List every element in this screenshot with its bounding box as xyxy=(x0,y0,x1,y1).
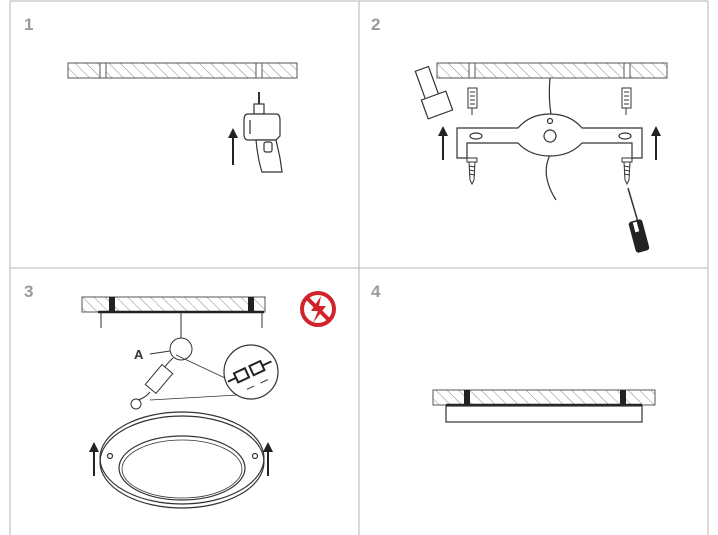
screwdriver-icon xyxy=(627,187,650,253)
junction-point xyxy=(169,337,193,361)
ceiling-section xyxy=(81,296,266,328)
up-arrow-icon xyxy=(89,442,99,476)
panel-1-drill-holes xyxy=(67,62,298,173)
screw-icon xyxy=(466,157,478,186)
panel-grid xyxy=(9,0,709,535)
anchor-icon xyxy=(467,87,478,115)
hammer-icon xyxy=(414,65,454,120)
step-number-4: 4 xyxy=(371,282,381,301)
up-arrow-icon xyxy=(263,442,273,476)
step-number-3: 3 xyxy=(24,282,33,301)
ceiling-light-icon xyxy=(99,411,265,509)
up-arrow-icon xyxy=(438,126,448,160)
driver-box-icon xyxy=(130,357,174,410)
ceiling-section xyxy=(436,62,668,79)
ceiling-section xyxy=(432,389,656,407)
step-number-2: 2 xyxy=(371,15,380,34)
no-power-warning-icon xyxy=(300,291,336,327)
screw-icon xyxy=(621,157,633,186)
installed-light-fixture xyxy=(445,405,643,423)
up-arrow-icon xyxy=(651,126,661,160)
ceiling-section xyxy=(67,62,298,79)
mounting-bracket xyxy=(456,113,643,159)
connector-icon xyxy=(149,344,279,401)
anchor-icon xyxy=(621,87,632,115)
callout-label-a: A xyxy=(134,347,144,362)
drill-icon xyxy=(243,92,283,173)
panel-3-connect-and-attach: A xyxy=(81,291,336,509)
panel-4-installed xyxy=(432,389,656,423)
up-arrow-icon xyxy=(228,128,238,165)
step-number-1: 1 xyxy=(24,15,33,34)
panel-2-mount-bracket xyxy=(414,62,668,253)
